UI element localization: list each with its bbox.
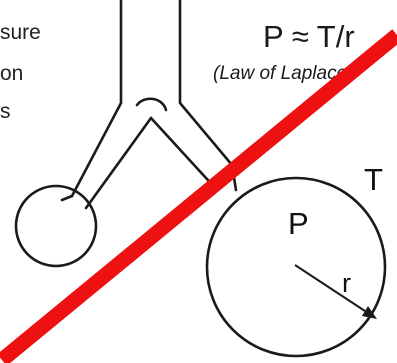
formula-text: P ≈ T/r: [263, 21, 355, 52]
bifurcation-inner-left: [86, 118, 151, 208]
radius-label: r: [342, 270, 351, 297]
small-alveolus-neck: [62, 196, 72, 200]
large-alveolus: [207, 178, 385, 356]
large-alveolus-neck: [232, 165, 236, 190]
radius-arrow-shaft: [295, 265, 368, 313]
airway-tube-left-wall: [72, 0, 121, 196]
junction-valve-arc: [137, 99, 166, 110]
formula-caption: (Law of Laplace): [213, 64, 353, 83]
bifurcation-inner-right: [151, 118, 217, 190]
small-alveolus: [16, 186, 96, 266]
tension-label: T: [364, 164, 383, 195]
pressure-label: P: [288, 208, 309, 239]
